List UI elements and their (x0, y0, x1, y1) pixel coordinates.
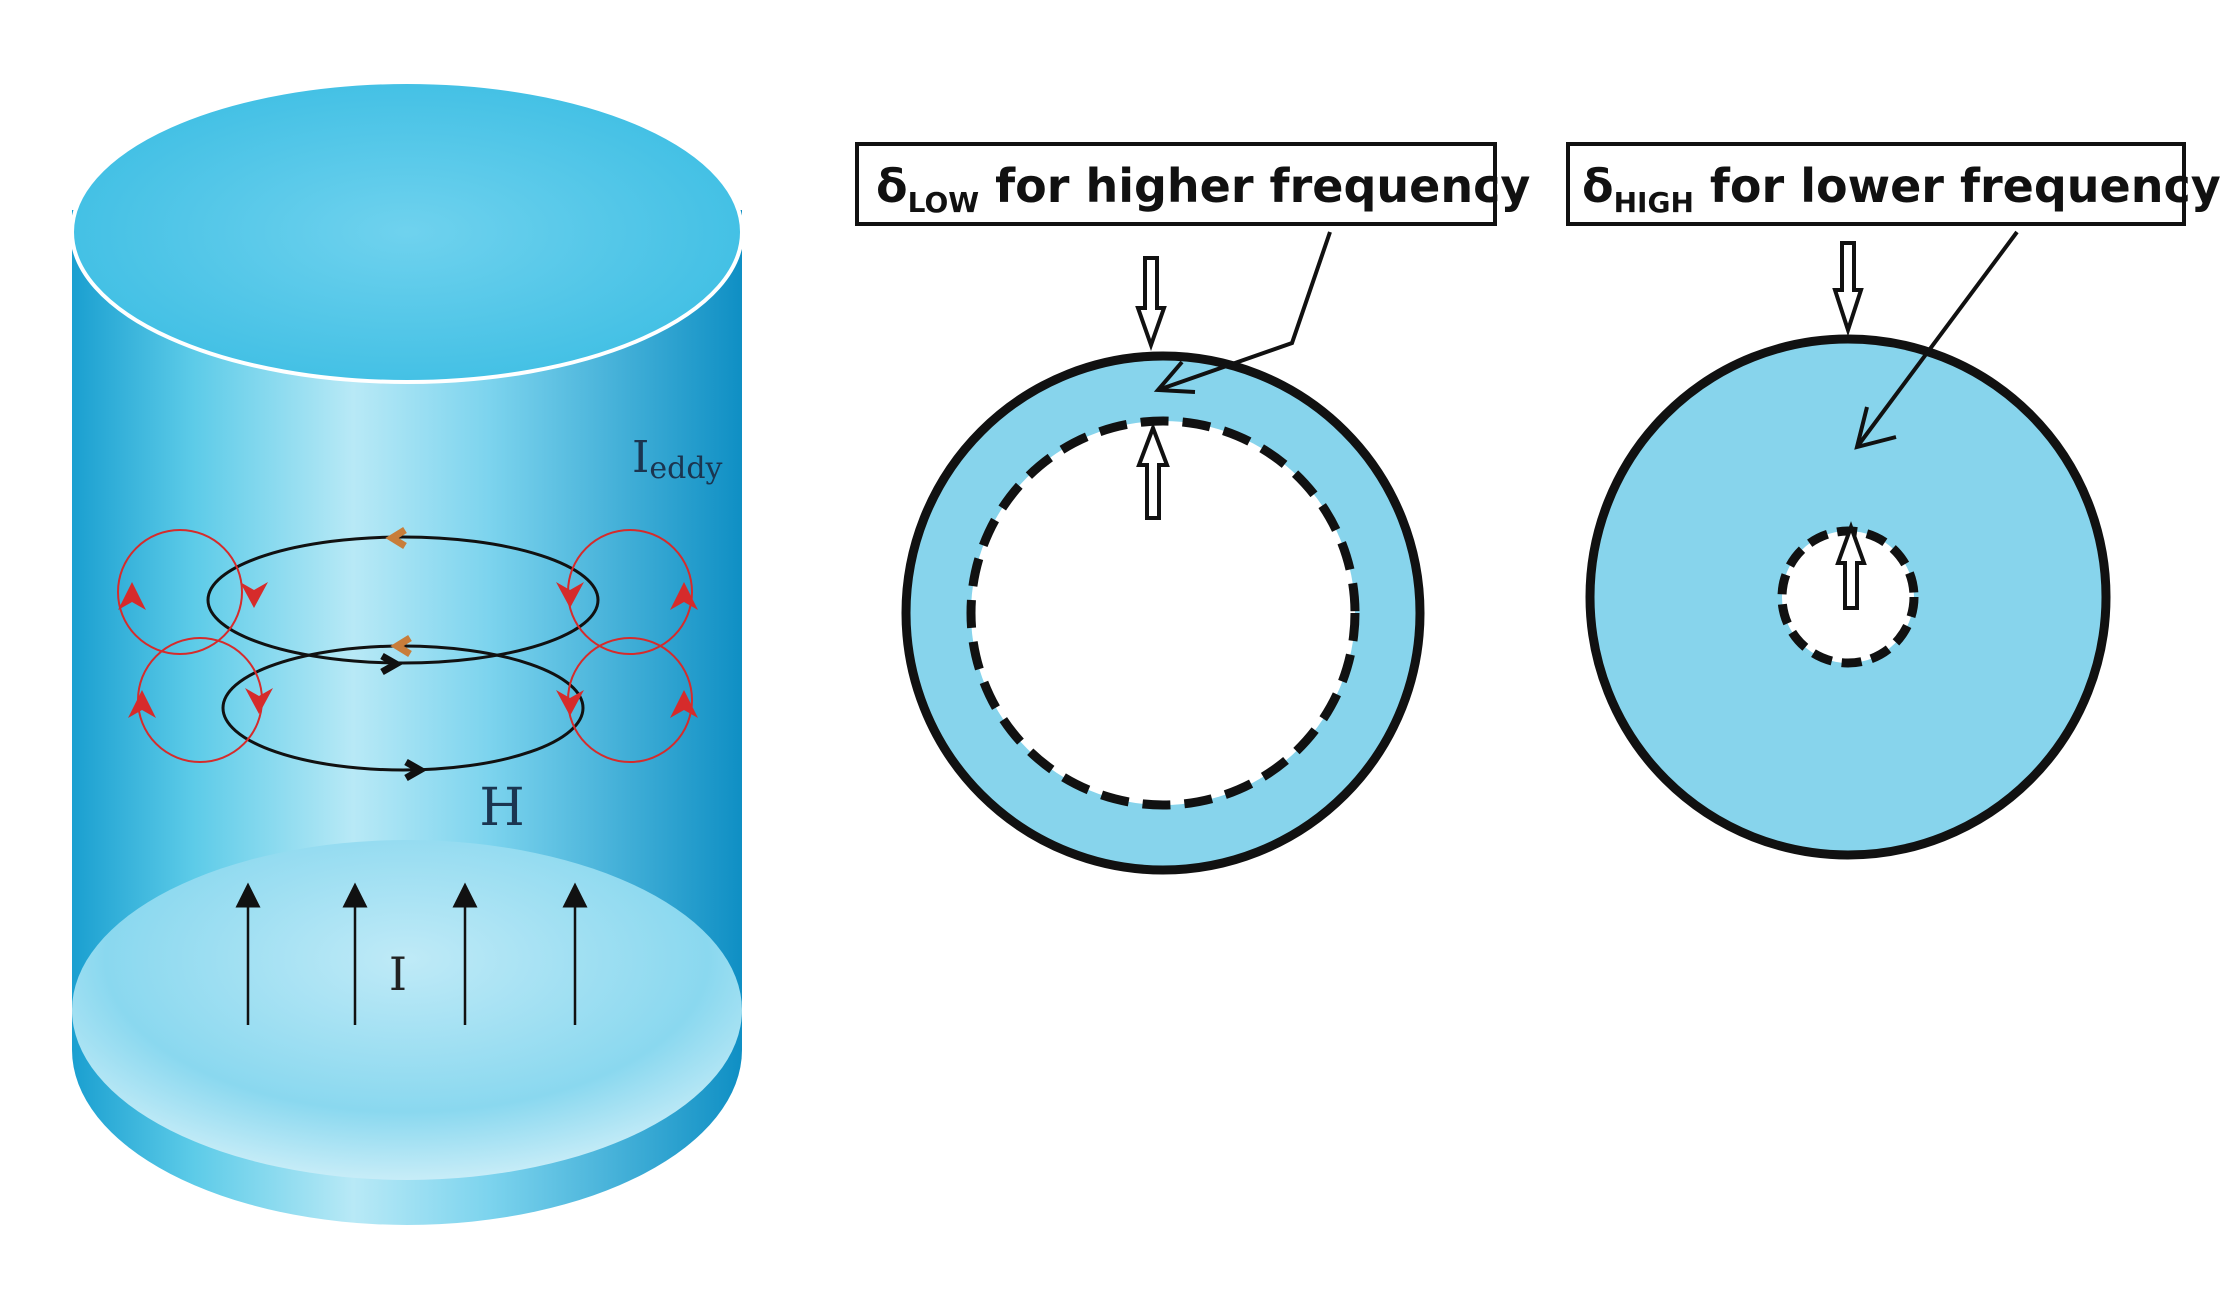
eddy-label-main: I (632, 432, 649, 483)
cylinder-bottom-face (72, 840, 742, 1180)
delta-symbol: δ (1582, 159, 1614, 213)
red-arrowhead-icon (118, 582, 146, 610)
red-arrowhead-icon (240, 582, 268, 608)
red-arrowhead-icon (128, 690, 156, 718)
black-chevron-icon (404, 758, 428, 782)
black-chevron-icon (380, 652, 404, 676)
label-pointer-line (1157, 231, 1332, 392)
cylinder-top-face (70, 80, 744, 384)
red-arrowhead-icon (245, 688, 273, 714)
pointer-arrowhead-icon (1153, 360, 1196, 394)
red-arrowhead-icon (670, 690, 698, 718)
cross-section-high-frequency: δLOW for higher frequency (855, 142, 1530, 875)
label-text: for lower frequency (1694, 159, 2221, 213)
eddy-current-label: Ieddy (632, 432, 723, 486)
section-label: δLOW for higher frequency (876, 159, 1530, 219)
orange-chevron-icon (390, 635, 412, 657)
eddy-loop (117, 529, 243, 655)
outline-arrow-up-icon (1835, 521, 1867, 610)
cross-section-low-frequency: δHIGH for lower frequency (1566, 142, 2221, 860)
delta-subscript: HIGH (1614, 186, 1694, 219)
current-arrows (235, 882, 588, 1025)
outline-arrow-down-icon (1832, 241, 1864, 337)
conductor-cylinder: I H (70, 80, 744, 1225)
red-arrowhead-icon (556, 690, 584, 716)
field-direction-arrows (380, 527, 428, 782)
red-arrowhead-icon (670, 582, 698, 610)
delta-subscript: LOW (908, 186, 980, 219)
pointer-arrowhead-icon (1854, 406, 1897, 450)
label-box (855, 142, 1497, 226)
label-box (1566, 142, 2186, 226)
section-label: δHIGH for lower frequency (1582, 159, 2221, 219)
outline-arrow-down-icon (1135, 256, 1167, 352)
eddy-direction-arrows (118, 582, 698, 718)
outline-arrow-up-icon (1136, 422, 1170, 520)
skin-depth-boundary (966, 416, 1360, 810)
delta-symbol: δ (876, 159, 908, 213)
label-pointer-line (1855, 230, 2019, 449)
field-loop-upper (206, 535, 600, 665)
label-text: for higher frequency (979, 159, 1530, 213)
eddy-label-sub: eddy (649, 451, 722, 486)
red-arrowhead-icon (556, 582, 584, 608)
orange-chevron-icon (385, 527, 407, 549)
current-label: I (389, 947, 407, 1001)
field-label: H (479, 778, 524, 838)
